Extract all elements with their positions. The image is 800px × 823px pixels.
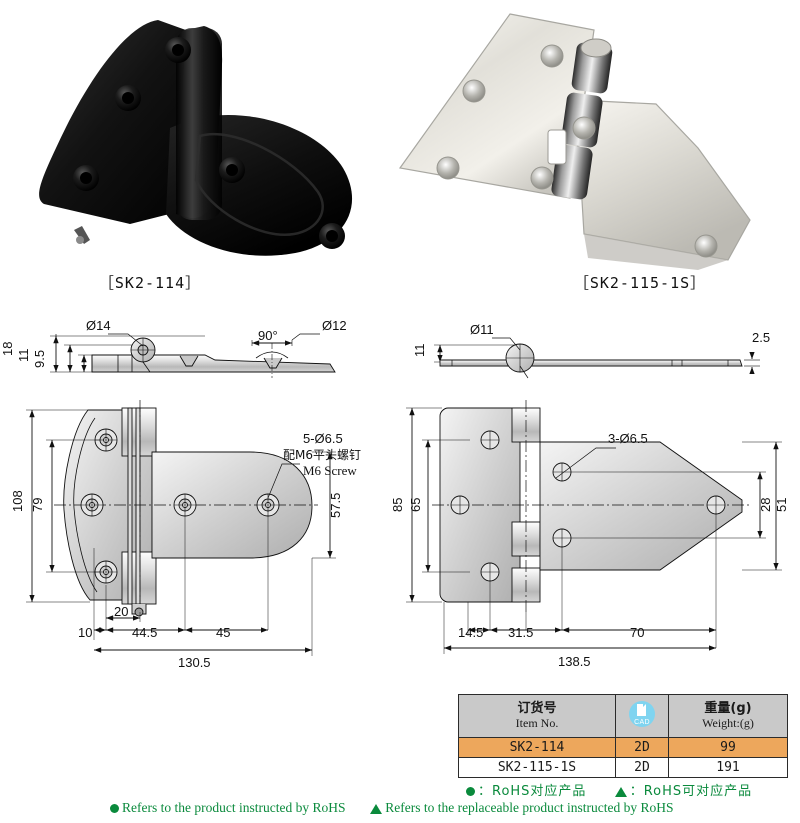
left-side-elevation [50, 333, 336, 378]
cell-weight: 99 [668, 737, 788, 758]
rohs-note-en: Refers to the product instructed by RoHS… [110, 800, 800, 816]
table-row[interactable]: SK2-115-1S 2D 191 [458, 757, 788, 778]
cell-cad[interactable]: 2D [615, 757, 669, 778]
dim-11: 11 [16, 349, 31, 363]
right-plan-view [406, 400, 782, 654]
stainless-hinge-photo [398, 8, 768, 270]
header-item-no-en: Item No. [515, 715, 559, 730]
table-header-row: 订货号 Item No. CAD 重量(g) Weight:(g) [458, 694, 788, 738]
rohs-circle-icon [466, 787, 475, 796]
dim-28: 28 [758, 498, 773, 512]
dim-130-5: 130.5 [178, 655, 211, 670]
rohs-note-cn-triangle: ：RoHS可对应产品 [629, 784, 753, 799]
rohs-note-en-circle: Refers to the product instructed by RoHS [122, 800, 346, 815]
dim-70: 70 [630, 625, 644, 640]
dim-31-5: 31.5 [508, 625, 533, 640]
dim-85: 85 [390, 498, 405, 512]
cell-item-no: SK2-114 [458, 737, 616, 758]
document-icon [637, 703, 647, 716]
left-plan-view [26, 400, 336, 656]
dim-d12: Ø12 [322, 318, 347, 333]
rohs-triangle-icon [614, 786, 627, 797]
cad-icon: CAD [629, 701, 655, 727]
header-weight-en: Weight:(g) [702, 715, 754, 730]
rohs-circle-icon-en [110, 804, 119, 814]
rohs-note-cn-circle: ：RoHS对应产品 [478, 784, 587, 799]
dim-20: 20 [114, 604, 128, 619]
dim-d14: Ø14 [86, 318, 111, 333]
dim-108: 108 [10, 490, 25, 512]
header-weight: 重量(g) Weight:(g) [668, 694, 788, 738]
cell-item-no: SK2-115-1S [458, 757, 616, 778]
header-item-no: 订货号 Item No. [458, 694, 616, 738]
dim-angle-90: 90° [258, 328, 278, 343]
dim-57-5: 57.5 [328, 493, 343, 518]
dim-10: 10 [78, 625, 92, 640]
technical-drawing-area: Ø14 Ø12 90° 18 11 9.5 Ø11 11 2.5 108 79 … [0, 300, 800, 700]
dim-44-5: 44.5 [132, 625, 157, 640]
dim-45: 45 [216, 625, 230, 640]
dim-18: 18 [0, 342, 15, 356]
header-weight-cn: 重量(g) [704, 700, 752, 716]
cell-cad[interactable]: 2D [615, 737, 669, 758]
product-photo-row: ［SK2-114］ [0, 0, 800, 292]
rohs-note-cn: ：RoHS对应产品 ：RoHS可对应产品 [466, 780, 796, 799]
black-hinge-caption: ［SK2-114］ [98, 274, 202, 292]
dim-79: 79 [30, 498, 45, 512]
cad-icon-label: CAD [634, 719, 650, 726]
cell-weight: 191 [668, 757, 788, 778]
dim-r11: 11 [412, 344, 427, 358]
header-cad: CAD [615, 694, 669, 738]
callout-5-hole: 5-Ø6.5 [303, 431, 343, 446]
dim-9-5: 9.5 [32, 350, 47, 368]
dim-14-5: 14.5 [458, 625, 483, 640]
table-row[interactable]: SK2-114 2D 99 [458, 737, 788, 758]
right-side-elevation [434, 337, 760, 379]
dim-51: 51 [774, 498, 789, 512]
black-hinge-photo [18, 8, 378, 270]
dimension-labels: Ø14 Ø12 90° 18 11 9.5 Ø11 11 2.5 108 79 … [0, 318, 789, 670]
dim-2-5: 2.5 [752, 330, 770, 345]
rohs-triangle-icon-en [370, 803, 383, 814]
callout-3-hole: 3-Ø6.5 [608, 431, 648, 446]
spec-table: 订货号 Item No. CAD 重量(g) Weight:(g) SK2-11… [458, 694, 788, 778]
rohs-note-en-triangle: Refers to the replaceable product instru… [385, 800, 674, 815]
callout-5-hole-cn: 配M6平头螺钉 [283, 448, 361, 462]
dim-65: 65 [408, 498, 423, 512]
callout-left: 5-Ø6.5 配M6平头螺钉 M6 Screw [283, 431, 361, 478]
stainless-hinge-caption: ［SK2-115-1S］ [573, 274, 707, 292]
header-item-no-cn: 订货号 [517, 700, 557, 716]
dim-d11: Ø11 [470, 322, 494, 337]
dim-138-5: 138.5 [558, 654, 591, 669]
callout-5-hole-en: M6 Screw [303, 463, 357, 478]
callout-right: 3-Ø6.5 [608, 431, 648, 446]
